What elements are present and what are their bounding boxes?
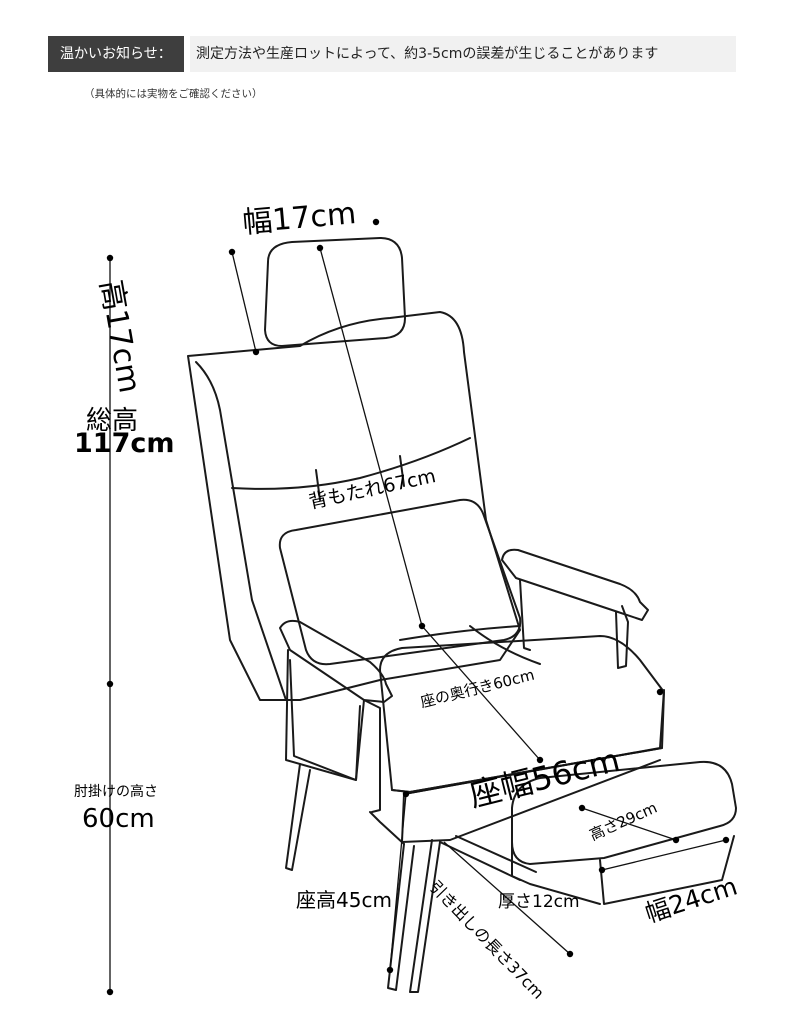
seat-cushion xyxy=(379,635,665,793)
leg-front-left xyxy=(387,843,415,991)
notice-subnote: （具体的には実物をご確認ください） xyxy=(84,88,263,100)
seat-height-label: 座高45cm xyxy=(296,888,392,912)
thickness-label: 厚さ12cm xyxy=(498,892,580,912)
drawer-rail xyxy=(439,835,537,881)
armrest-height-value: 60cm xyxy=(82,804,155,834)
total-height-value: 117cm xyxy=(74,428,175,459)
leg-front-right xyxy=(409,839,441,993)
notice-text: 測定方法や生産ロットによって、約3-5cmの誤差が生じることがあります xyxy=(190,36,736,72)
headrest xyxy=(264,237,406,347)
side-pocket xyxy=(289,659,361,781)
footrest xyxy=(511,760,737,865)
total-height-title: 総高 xyxy=(86,406,139,436)
armrest-right xyxy=(501,548,649,621)
armrest-height-title: 肘掛けの高さ xyxy=(74,784,158,800)
armrest-left xyxy=(279,619,393,703)
lumbar-pillow xyxy=(278,498,522,666)
backrest xyxy=(187,311,521,701)
leg-back-left xyxy=(285,763,311,871)
notice-badge: 温かいお知らせ： xyxy=(48,36,184,72)
